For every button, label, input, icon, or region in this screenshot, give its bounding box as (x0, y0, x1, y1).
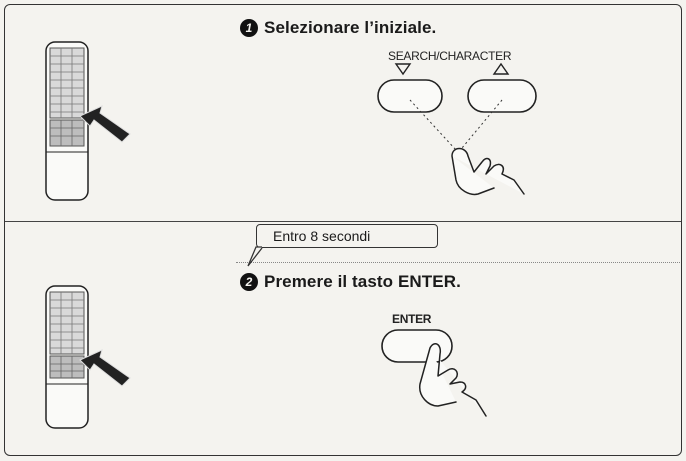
page-frame (4, 4, 682, 456)
search-character-buttons (377, 62, 537, 196)
timing-divider (236, 262, 680, 263)
step-1-text: Selezionare l’iniziale. (264, 18, 437, 37)
timing-callout: Entro 8 secondi (256, 224, 438, 248)
press-arrow-icon (79, 349, 131, 387)
up-triangle-icon (492, 62, 510, 75)
step-1-number: 1 (240, 19, 258, 37)
enter-button-illustration (381, 329, 487, 417)
search-character-label: SEARCH/CHARACTER (388, 49, 512, 63)
remote-control-icon (45, 285, 89, 429)
down-triangle-icon (394, 63, 412, 76)
pointing-hand-icon (451, 147, 525, 196)
step-2-number: 2 (240, 273, 258, 291)
search-up-button[interactable] (467, 79, 537, 113)
enter-label: ENTER (392, 312, 432, 326)
search-down-button[interactable] (377, 79, 443, 113)
timing-callout-text: Entro 8 secondi (273, 228, 371, 244)
step-2-heading: 2 Premere il tasto ENTER. (240, 272, 461, 292)
step-1-heading: 1 Selezionare l’iniziale. (240, 18, 436, 38)
callout-pointer (247, 246, 263, 267)
press-arrow-icon (79, 105, 131, 143)
remote-control-icon (45, 41, 89, 201)
step-2-text: Premere il tasto ENTER. (264, 272, 461, 291)
pointing-hand-icon (419, 343, 487, 417)
enter-button[interactable] (381, 329, 453, 363)
section-divider (5, 221, 681, 222)
